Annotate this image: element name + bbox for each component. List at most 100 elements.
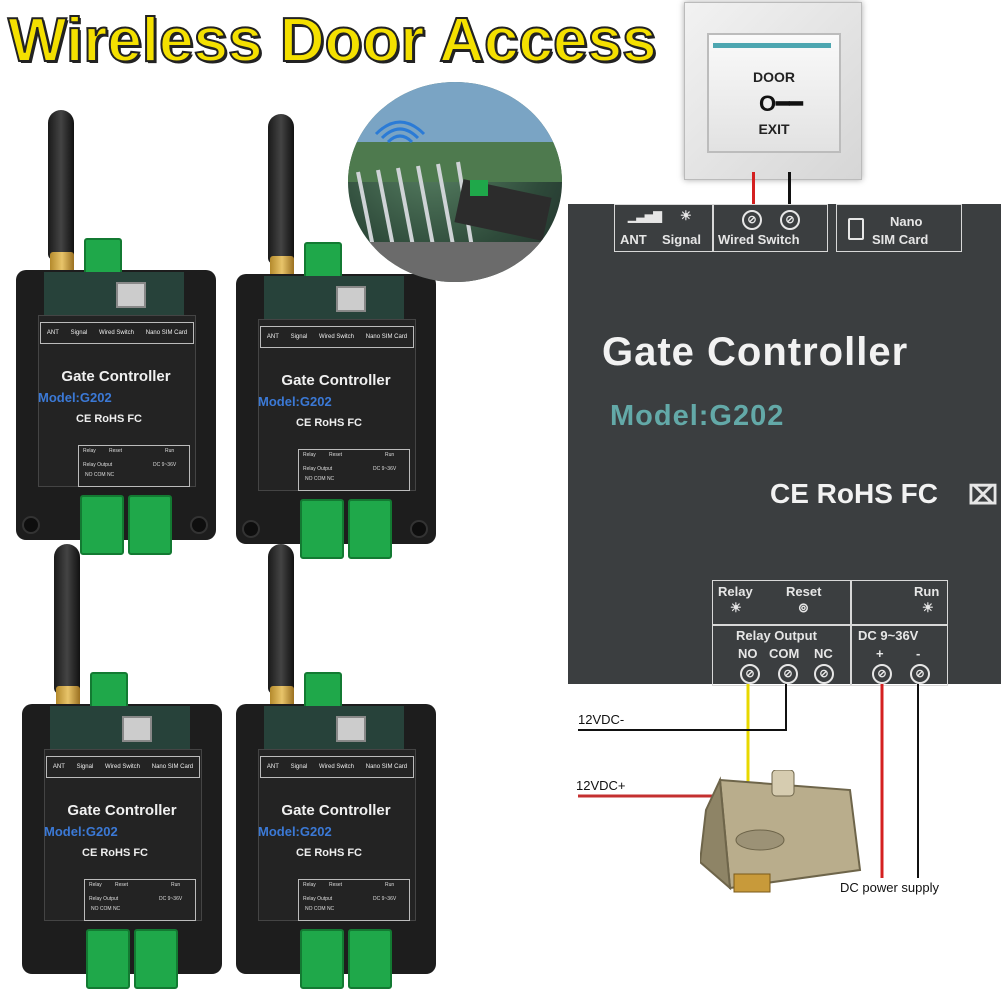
panel-sim-box — [836, 204, 962, 252]
sim-label: Nano SIM Card — [365, 334, 408, 340]
panel-no-label: NO — [738, 646, 758, 661]
device-certs: CE RoHS FC — [76, 413, 142, 425]
mount-screw — [190, 516, 208, 534]
circuit-board — [50, 706, 190, 754]
device-model: Model:G202 — [38, 390, 112, 405]
antenna — [268, 114, 294, 264]
top-label-strip: ANT Signal Wired Switch Nano SIM Card — [260, 756, 414, 778]
reset-label: Reset — [115, 882, 129, 888]
terminal-minus: ⊘ — [910, 664, 930, 684]
top-label-strip: ANT Signal Wired Switch Nano SIM Card — [40, 322, 194, 344]
signal-label: Signal — [290, 764, 308, 770]
relay-label: Relay — [89, 882, 102, 888]
bottom-label-strip: Relay Reset Run Relay Output NO COM NC D… — [78, 445, 190, 487]
ant-label: ANT — [266, 764, 279, 770]
panel-model: Model:G202 — [610, 400, 785, 432]
terminal-no: ⊘ — [740, 664, 760, 684]
terminal-block-relay — [300, 499, 344, 559]
device-name: Gate Controller — [281, 372, 391, 389]
circuit-board — [44, 272, 184, 320]
relay-label: Relay — [83, 448, 96, 454]
exit-indicator-bar — [713, 43, 831, 48]
device-name: Gate Controller — [67, 802, 177, 819]
panel-plus-label: + — [876, 646, 884, 661]
terminal-block-relay — [300, 929, 344, 989]
label-12vdc-minus: 12VDC- — [578, 712, 625, 727]
relay-output-label: Relay Output — [89, 896, 119, 902]
ant-label: ANT — [52, 764, 65, 770]
device-model: Model:G202 — [258, 824, 332, 839]
panel-sim-top-label: Nano — [890, 214, 923, 229]
device-certs: CE RoHS FC — [296, 847, 362, 859]
panel-minus-label: - — [916, 646, 921, 661]
terminal-plus: ⊘ — [872, 664, 892, 684]
mount-screw — [242, 520, 260, 538]
terminal-nc: ⊘ — [814, 664, 834, 684]
page-title: Wireless Door Access — [7, 5, 657, 76]
wired-switch-label: Wired Switch — [105, 764, 141, 770]
device-top-right: ANT Signal Wired Switch Nano SIM Card Ga… — [236, 114, 436, 574]
relay-label: Relay — [303, 882, 316, 888]
terminal-block-power — [134, 929, 178, 989]
wired-switch-label: Wired Switch — [319, 334, 355, 340]
exit-button: DOOR O━━ EXIT — [707, 33, 841, 153]
antenna — [268, 544, 294, 694]
signal-label: Signal — [70, 330, 88, 336]
antenna — [54, 544, 80, 694]
run-light-icon: ☀ — [922, 600, 934, 615]
sim-slot — [336, 716, 366, 742]
switch-terminal-2: ⊘ — [780, 210, 800, 230]
run-label: Run — [385, 882, 395, 888]
sim-slot — [116, 282, 146, 308]
bottom-label-strip: Relay Reset Run Relay Output NO COM NC D… — [84, 879, 196, 921]
device-model: Model:G202 — [258, 394, 332, 409]
wired-switch-label: Wired Switch — [99, 330, 135, 336]
sim-slot — [336, 286, 366, 312]
signal-label: Signal — [290, 334, 308, 340]
panel-wired-switch-box — [712, 204, 828, 252]
dc-label: DC 9~36V — [153, 462, 177, 468]
reset-label: Reset — [329, 452, 343, 458]
controller-panel — [568, 204, 1001, 684]
label-12vdc-plus: 12VDC+ — [576, 778, 626, 793]
exit-door-label: DOOR — [753, 69, 795, 85]
exit-exit-label: EXIT — [758, 121, 790, 137]
circuit-board — [264, 706, 404, 754]
panel-relay-output-label: Relay Output — [736, 628, 817, 643]
contacts-label: NO COM NC — [305, 476, 335, 482]
signal-light-icon: ☀ — [680, 208, 692, 223]
device-name: Gate Controller — [281, 802, 391, 819]
sim-card-icon — [848, 218, 864, 240]
ant-label: ANT — [266, 334, 279, 340]
panel-dc-label: DC 9~36V — [858, 628, 919, 643]
device-model: Model:G202 — [44, 824, 118, 839]
label-dc-power-supply: DC power supply — [840, 880, 939, 895]
panel-run-label: Run — [914, 584, 940, 599]
weee-bin-icon: ⌧ — [968, 480, 998, 510]
panel-ant-label: ANT — [620, 232, 647, 247]
mount-screw — [410, 520, 428, 538]
relay-output-label: Relay Output — [303, 466, 333, 472]
wired-switch-label: Wired Switch — [319, 764, 355, 770]
terminal-block-power — [348, 929, 392, 989]
panel-run-box — [850, 580, 948, 626]
contacts-label: NO COM NC — [305, 906, 335, 912]
run-label: Run — [385, 452, 395, 458]
terminal-block-relay — [86, 929, 130, 989]
device-top-left: ANT Signal Wired Switch Nano SIM Card Ga… — [16, 110, 216, 570]
top-label-strip: ANT Signal Wired Switch Nano SIM Card — [46, 756, 200, 778]
panel-ant-signal-box — [614, 204, 714, 252]
switch-terminal-1: ⊘ — [742, 210, 762, 230]
panel-relay-reset-box — [712, 580, 852, 626]
relay-label: Relay — [303, 452, 316, 458]
signal-label: Signal — [76, 764, 94, 770]
panel-com-label: COM — [769, 646, 800, 661]
electric-lock-icon — [698, 769, 864, 900]
exit-button-plate: DOOR O━━ EXIT — [684, 2, 862, 180]
panel-dc-box — [850, 624, 948, 686]
panel-relay-output-box — [712, 624, 852, 686]
signal-bars-icon: ▁▃▅▇ — [628, 211, 662, 223]
panel-name: Gate Controller — [602, 330, 909, 374]
switch-wire-red — [752, 172, 755, 208]
terminal-com: ⊘ — [778, 664, 798, 684]
